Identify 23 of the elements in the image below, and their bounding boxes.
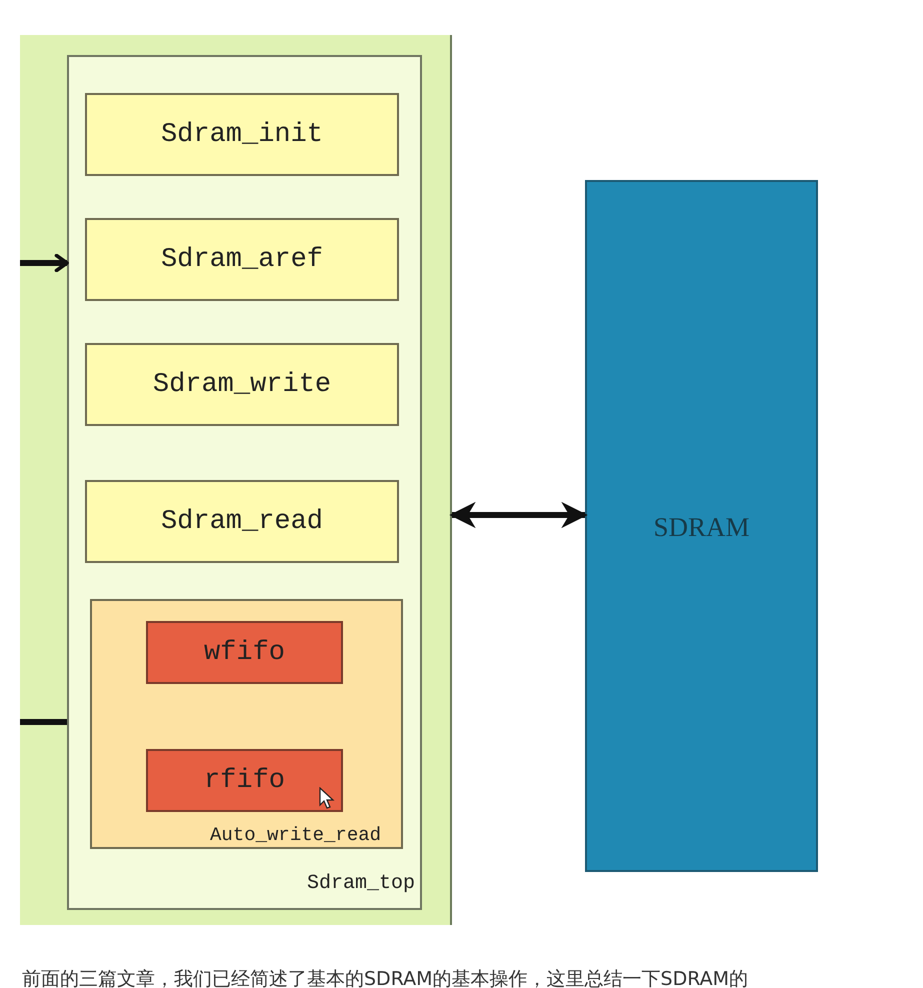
module-label: Sdram_top <box>307 872 416 895</box>
paragraph-text: 前面的三篇文章，我们已经简述了基本的SDRAM的基本操作，这里总结一下SDRAM的 <box>22 967 748 988</box>
process-box <box>146 749 343 812</box>
arrow <box>20 254 69 272</box>
process-box <box>85 343 399 426</box>
module-label: SDRAM <box>652 512 751 543</box>
process-box <box>146 621 343 684</box>
module-label: Auto_write_read <box>210 824 382 846</box>
module-label: rfifo <box>202 766 286 796</box>
module-box <box>67 55 422 910</box>
module-label: Sdram_read <box>160 506 324 536</box>
memory-block <box>585 180 818 872</box>
module-label: Sdram_write <box>152 370 332 400</box>
module-box <box>90 599 403 849</box>
module-label: Sdram_init <box>160 120 324 150</box>
arrow <box>449 502 588 528</box>
process-box <box>85 93 399 176</box>
module-label: wfifo <box>202 638 286 668</box>
process-box <box>85 480 399 563</box>
connector-line <box>20 719 67 725</box>
module-label: Sdram_aref <box>160 244 324 274</box>
process-box <box>85 218 399 301</box>
module-panel <box>20 35 452 925</box>
